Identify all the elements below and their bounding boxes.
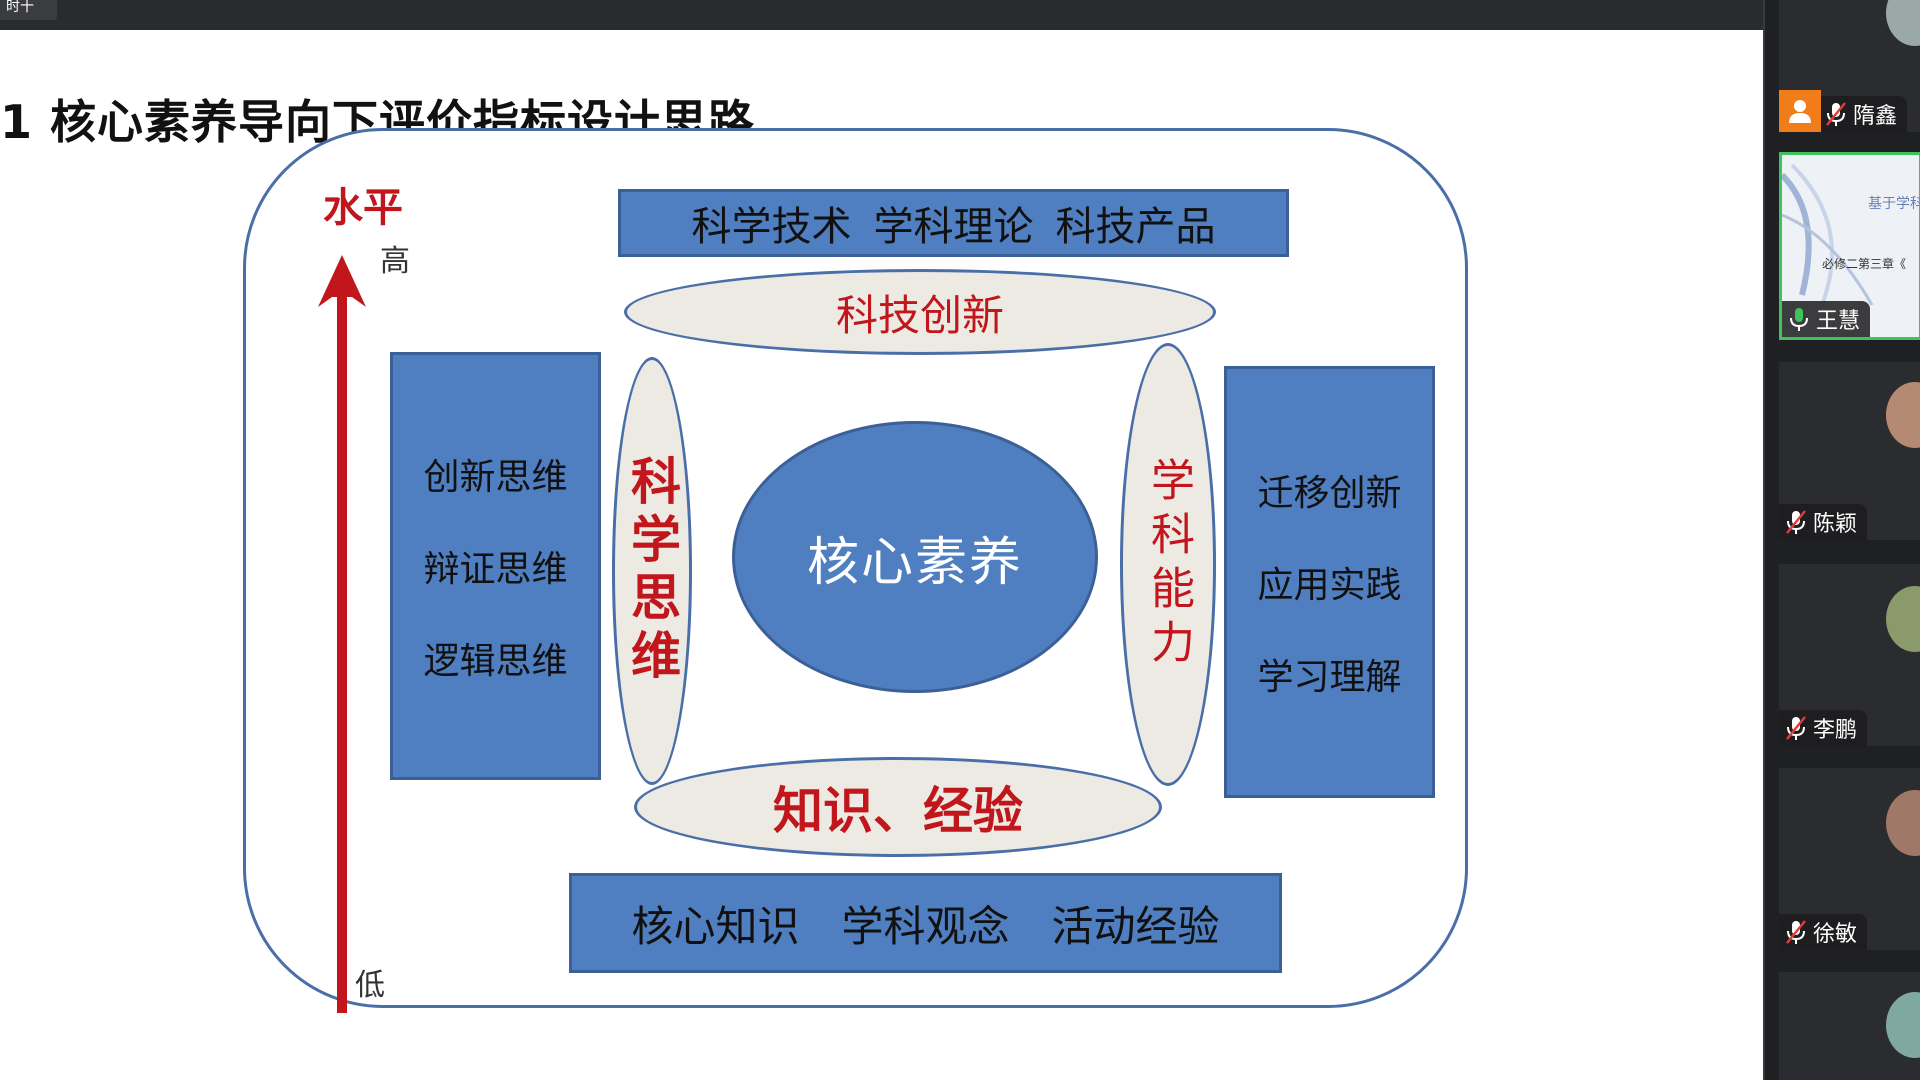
participant-tile[interactable]: 李鹏 (1779, 564, 1920, 746)
participant-nameplate: 徐敏 (1779, 914, 1868, 950)
oval-scientific-thinking: 科学思维 (612, 357, 692, 785)
participant-name: 陈颖 (1813, 512, 1858, 537)
participant-video (1886, 992, 1920, 1058)
left-box-thinking: 创新思维 辩证思维 逻辑思维 (390, 352, 601, 780)
shared-screen-title: 基于学科 (1868, 196, 1920, 212)
bottom-box-knowledge: 核心知识 学科观念 活动经验 (569, 873, 1282, 973)
bottom-box-item: 核心知识 (631, 901, 800, 951)
oval-knowledge-experience-label: 知识、经验 (773, 781, 1023, 840)
oval-subject-ability: 学科能力 (1120, 343, 1216, 786)
left-box-item: 辩证思维 (423, 549, 568, 590)
participant-name: 隋鑫 (1853, 104, 1898, 129)
oval-innovation: 科技创新 (624, 269, 1216, 355)
oval-innovation-label: 科技创新 (835, 290, 1004, 340)
oval-subject-ability-label: 学科能力 (1143, 456, 1194, 673)
right-box-item: 学习理解 (1257, 657, 1402, 698)
oval-scientific-thinking-label: 科学思维 (623, 455, 682, 687)
participant-video (1886, 382, 1920, 448)
top-bar: 时十 (0, 0, 1763, 30)
participant-tile-active-speaker[interactable]: 基于学科 必修二第三章《 王慧 (1779, 152, 1920, 340)
window-tab[interactable]: 时十 (0, 0, 57, 20)
participant-name: 李鹏 (1813, 718, 1858, 743)
left-box-item: 创新思维 (423, 457, 568, 498)
mic-muted-icon (1786, 716, 1806, 740)
left-box-item: 逻辑思维 (423, 641, 568, 682)
oval-knowledge-experience: 知识、经验 (634, 757, 1162, 857)
level-arrow-icon (318, 255, 366, 1013)
participant-nameplate: 陈颖 (1779, 504, 1868, 540)
shared-screen-subtitle: 必修二第三章《 (1822, 257, 1907, 271)
axis-title: 水平 (323, 184, 403, 231)
participant-tile[interactable]: 陈颖 (1779, 362, 1920, 540)
shared-screen-thumbnail (1782, 163, 1874, 305)
participant-video (1886, 790, 1920, 856)
person-icon (1779, 90, 1821, 132)
participant-nameplate: 隋鑫 (1821, 96, 1908, 132)
top-box-sci-tech: 科学技术 学科理论 科技产品 (618, 189, 1289, 257)
bottom-box-item: 活动经验 (1051, 901, 1220, 951)
right-box-item: 迁移创新 (1257, 473, 1402, 514)
participant-tile[interactable]: 隋鑫 (1779, 0, 1920, 132)
mic-muted-icon (1786, 920, 1806, 944)
participant-name: 王慧 (1816, 309, 1861, 334)
participant-video (1886, 0, 1920, 46)
axis-high-label: 高 (380, 244, 410, 279)
participant-tile[interactable]: 徐敏 (1779, 768, 1920, 950)
mic-active-icon (1790, 308, 1808, 331)
core-literacy-label: 核心素养 (806, 532, 1023, 593)
bottom-box-item: 学科观念 (841, 901, 1010, 951)
axis-low-label: 低 (355, 968, 385, 1003)
participant-video (1886, 586, 1920, 652)
participant-name: 徐敏 (1813, 922, 1858, 947)
mic-muted-icon (1786, 510, 1806, 534)
participant-tile[interactable] (1779, 972, 1920, 1080)
participant-nameplate: 王慧 (1782, 301, 1871, 337)
participant-panel[interactable]: 隋鑫 基于学科 必修二第三章《 王慧 (1763, 0, 1920, 1080)
mic-muted-icon (1826, 102, 1846, 126)
top-box-item: 科技产品 (1055, 204, 1216, 250)
top-box-item: 学科理论 (873, 204, 1034, 250)
top-box-item: 科学技术 (691, 204, 852, 250)
right-box-ability: 迁移创新 应用实践 学习理解 (1224, 366, 1435, 798)
core-literacy-ellipse: 核心素养 (732, 421, 1098, 693)
right-box-item: 应用实践 (1257, 565, 1402, 606)
participant-nameplate: 李鹏 (1779, 710, 1868, 746)
